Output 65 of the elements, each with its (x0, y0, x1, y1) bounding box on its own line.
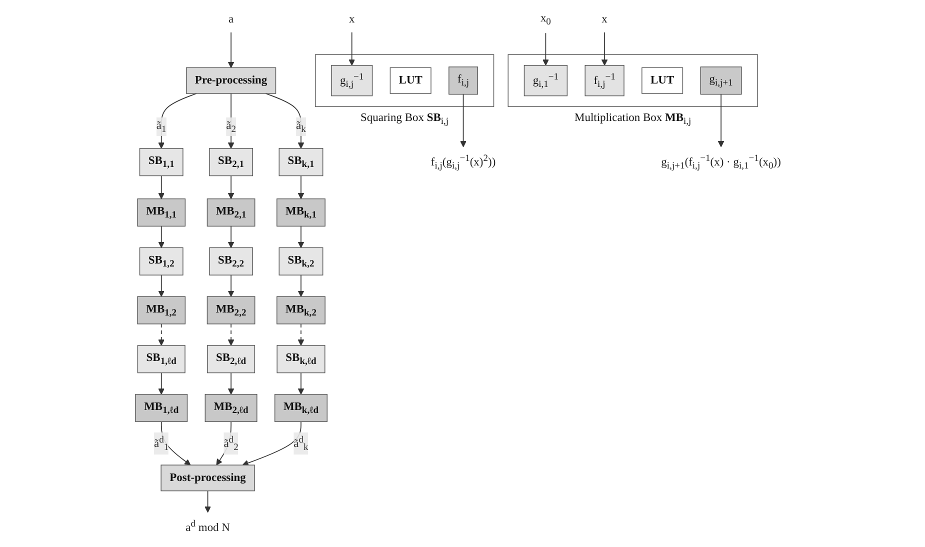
node-box: SB$_{1,ℓd}$ (137, 345, 186, 374)
node-box: SB$_{1,2}$ (139, 247, 184, 276)
arrow (298, 175, 304, 200)
edge-label: ã$_{k}$ (296, 119, 306, 134)
arrow (158, 324, 165, 346)
node-box: SB$_{1,1}$ (139, 148, 184, 176)
node-box: MB$_{1,2}$ (137, 296, 186, 324)
node-box: MB$_{k,1}$ (276, 198, 326, 227)
arrow (158, 175, 165, 200)
arrow (160, 421, 191, 466)
node-box: SB$_{2,1}$ (209, 148, 253, 176)
arrow (158, 372, 165, 395)
node-box: MB$_{k,ℓd}$ (274, 394, 328, 422)
arrow (228, 93, 234, 149)
node-box: LUT (390, 67, 432, 94)
arrow (601, 32, 608, 66)
arrow (460, 94, 466, 148)
arrow (348, 32, 356, 66)
node-box: SB$_{k,1}$ (278, 148, 324, 176)
node-box: LUT (642, 67, 684, 94)
arrow (228, 274, 234, 297)
arrow (298, 372, 304, 395)
node-text: f$_{i,j}$(g$_{i,j}$$^{−1}$(x)$^{2}$)) (430, 152, 496, 171)
node-box: MB$_{k,2}$ (276, 296, 326, 324)
arrow (228, 32, 234, 68)
arrow (204, 490, 211, 513)
node-box: SB$_{2,2}$ (209, 247, 253, 276)
node-box: Pre-processing (186, 67, 276, 94)
node-box: SB$_{k,ℓd}$ (276, 345, 326, 374)
arrow (718, 94, 724, 148)
arrow (228, 175, 234, 200)
node-box: SB$_{2,ℓd}$ (207, 345, 256, 374)
arrow (228, 226, 234, 248)
arrow (298, 274, 304, 297)
arrow (158, 93, 197, 149)
node-box: Post-processing (160, 464, 255, 492)
arrow (158, 226, 165, 248)
cluster (508, 54, 758, 107)
node-text: a (228, 12, 234, 26)
node-text: x (349, 12, 355, 26)
arrow (542, 32, 549, 66)
node-box: f$_{i,j}$ (448, 66, 478, 95)
node-label: Multiplication Box MB$_{i,j}$ (574, 112, 692, 126)
node-box: MB$_{2,ℓd}$ (204, 394, 258, 422)
node-box: MB$_{1,ℓd}$ (135, 394, 188, 422)
arrow (265, 93, 304, 149)
node-box: MB$_{1,1}$ (137, 198, 186, 227)
node-text: a$^{d}$ mod N (186, 518, 230, 534)
node-text: x (602, 12, 608, 26)
edge-label: ã$_{1}$ (156, 119, 166, 134)
arrow (158, 274, 165, 297)
node-box: SB$_{k,2}$ (278, 247, 324, 276)
arrow (298, 226, 304, 248)
node-text: g$_{i,j+1}$(f$_{i,j}$$^{−1}$(x) · g$_{i,1}$$^{−1}$(x$_{0}$)) (661, 152, 781, 171)
cluster (314, 54, 494, 107)
node-text: x$_{0}$ (540, 12, 551, 27)
node-box: MB$_{2,2}$ (206, 296, 256, 324)
node-label: Squaring Box SB$_{i,j}$ (360, 112, 449, 126)
node-box: MB$_{2,1}$ (206, 198, 256, 227)
arrow (228, 372, 234, 395)
arrow (242, 421, 302, 466)
arrow (298, 324, 304, 346)
node-box: g$_{i,j+1}$ (700, 66, 742, 95)
edge-label: ã$_{2}$ (226, 119, 236, 134)
arrow (228, 324, 234, 346)
